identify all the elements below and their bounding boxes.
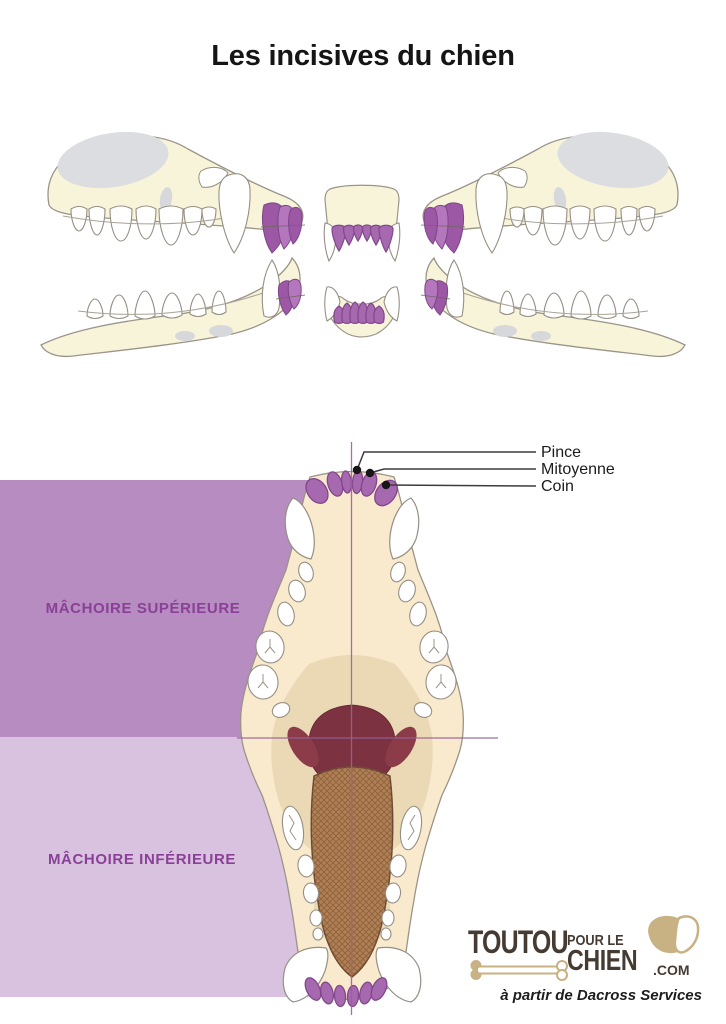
page-title: Les incisives du chien xyxy=(211,40,515,72)
front-upper-incisors xyxy=(323,184,401,263)
callout-mitoyenne: Mitoyenne xyxy=(541,461,615,478)
upper-jaw-label: MÂCHOIRE SUPÉRIEURE xyxy=(46,599,241,617)
right-tonsil xyxy=(385,726,417,768)
logo-brand-middle: POUR LE xyxy=(567,932,624,949)
jaw-diagram: MÂCHOIRE SUPÉRIEURE MÂCHOIRE INFÉRIEURE xyxy=(0,442,615,1015)
logo-brand-top: TOUTOU xyxy=(468,924,569,960)
skulls-illustration xyxy=(40,123,686,358)
logo-credit: à partir de Dacross Services xyxy=(500,987,702,1004)
carnassial-marks xyxy=(288,814,416,841)
lower-incisors xyxy=(304,977,388,1008)
front-lower-incisors xyxy=(324,286,400,338)
dog-head-icon xyxy=(648,915,700,954)
logo-brand-bottom: CHIEN xyxy=(567,945,638,977)
left-tonsil xyxy=(287,726,319,768)
upper-incisors xyxy=(305,469,398,507)
callout-dots xyxy=(352,465,391,490)
callout-pince: Pince xyxy=(541,444,581,461)
left-skull-side-view xyxy=(40,123,306,358)
callout-lines xyxy=(356,451,537,487)
logo-brand-suffix: .COM xyxy=(653,962,690,978)
lower-jaw-label: MÂCHOIRE INFÉRIEURE xyxy=(48,850,236,868)
lower-cheek-teeth xyxy=(281,805,423,941)
callout-coin: Coin xyxy=(541,478,574,495)
bone-icon xyxy=(470,960,568,981)
brand-logo: TOUTOU POUR LE CHIEN .COM à partir de Da… xyxy=(462,910,720,1014)
lower-canines xyxy=(282,946,422,1003)
upper-canines xyxy=(284,497,420,560)
molar-cusp-marks xyxy=(257,639,447,689)
right-skull-side-view xyxy=(420,123,686,358)
